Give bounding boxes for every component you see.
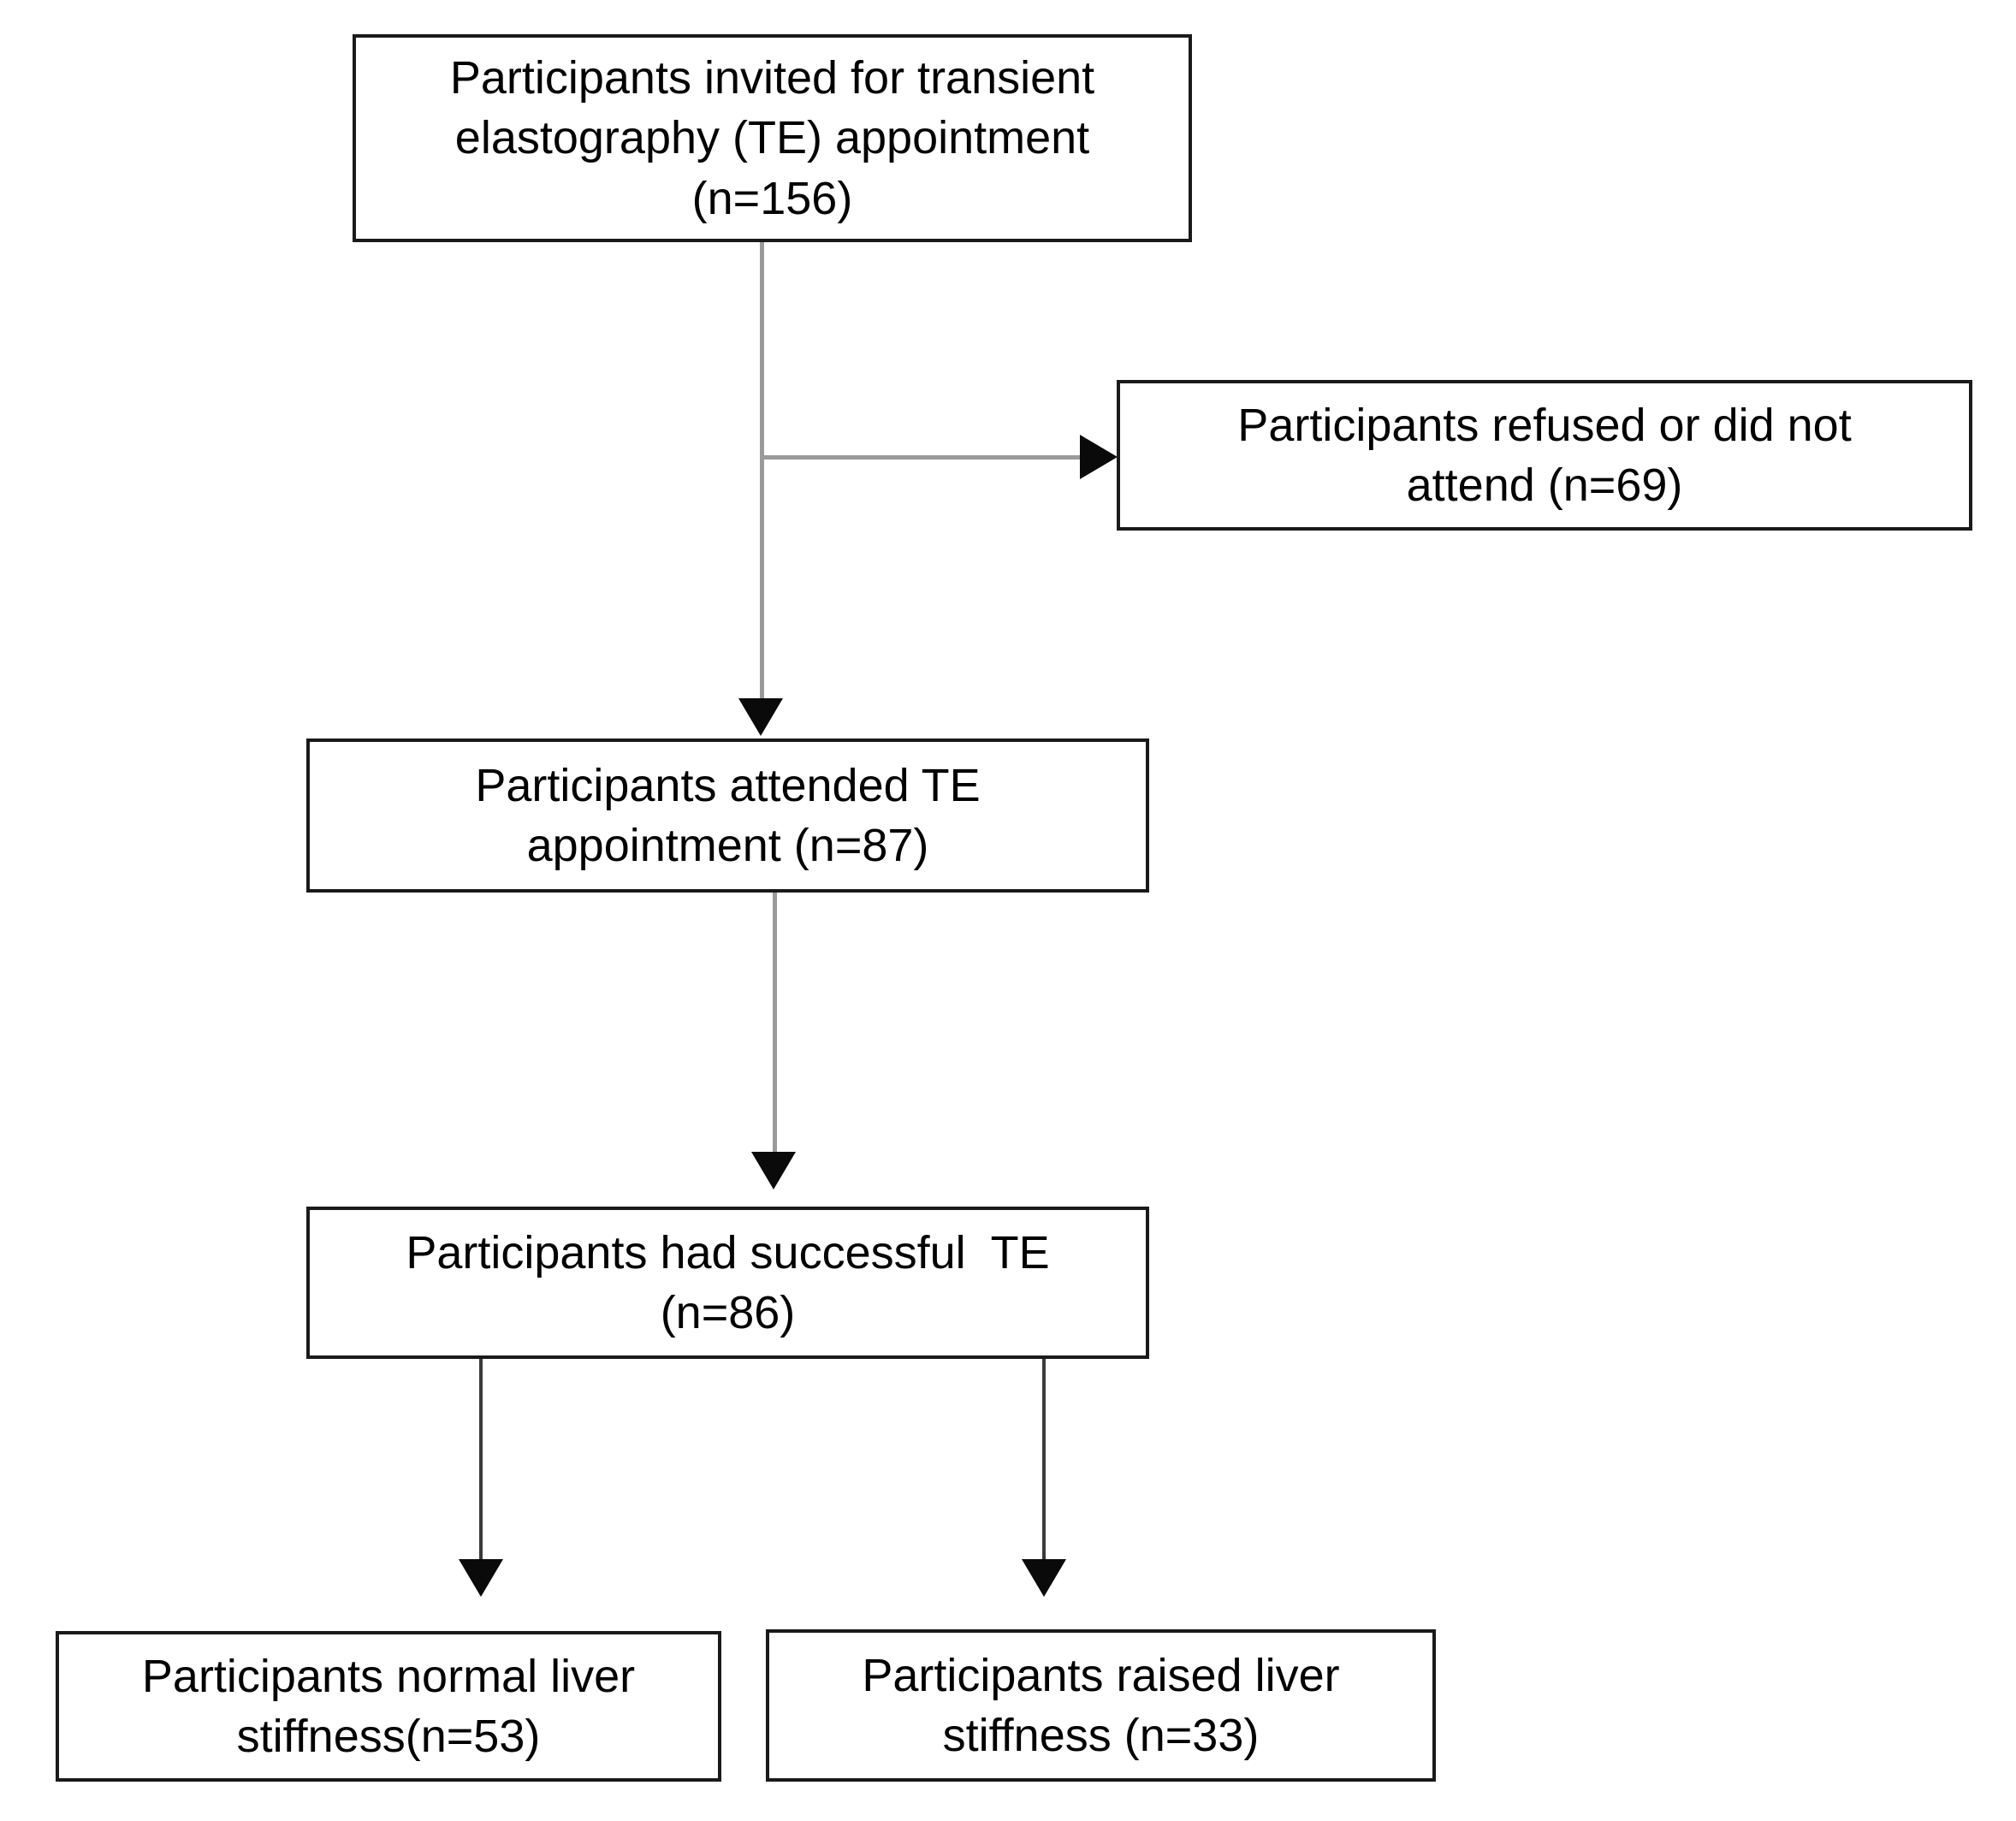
arrowhead-down-icon-successful-to-raised (1022, 1559, 1066, 1597)
flow-node-attended: Participants attended TE appointment (n=… (306, 738, 1149, 893)
arrowhead-right-icon-invited-to-refused (1080, 435, 1118, 479)
flow-node-successful: Participants had successful TE (n=86) (306, 1207, 1149, 1359)
flow-node-normal-liver-stiffness: Participants normal liver stiffness(n=53… (56, 1631, 721, 1782)
connector-successful-to-raised-line (1042, 1359, 1046, 1573)
connector-attended-to-successful-line (773, 893, 777, 1168)
flow-node-raised-liver-stiffness: Participants raised liver stiffness (n=3… (766, 1629, 1436, 1782)
connector-successful-to-normal-line (479, 1359, 483, 1573)
arrowhead-down-icon-successful-to-normal (459, 1559, 503, 1597)
flow-node-invited: Participants invited for transient elast… (353, 34, 1192, 242)
connector-invited-to-refused-line (760, 455, 1095, 460)
connector-invited-to-attended-line (760, 242, 764, 721)
arrowhead-down-icon-invited-to-attended (738, 698, 783, 736)
flow-node-refused: Participants refused or did not attend (… (1117, 380, 1972, 531)
arrowhead-down-icon-attended-to-successful (751, 1152, 796, 1189)
